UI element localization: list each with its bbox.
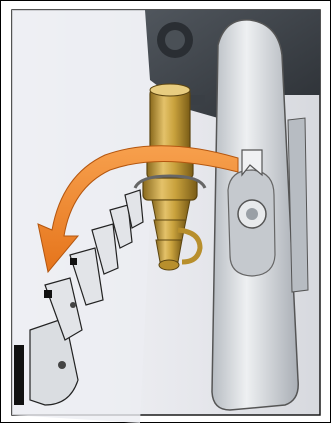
illustration-frame xyxy=(0,0,331,423)
technical-illustration xyxy=(0,0,331,423)
